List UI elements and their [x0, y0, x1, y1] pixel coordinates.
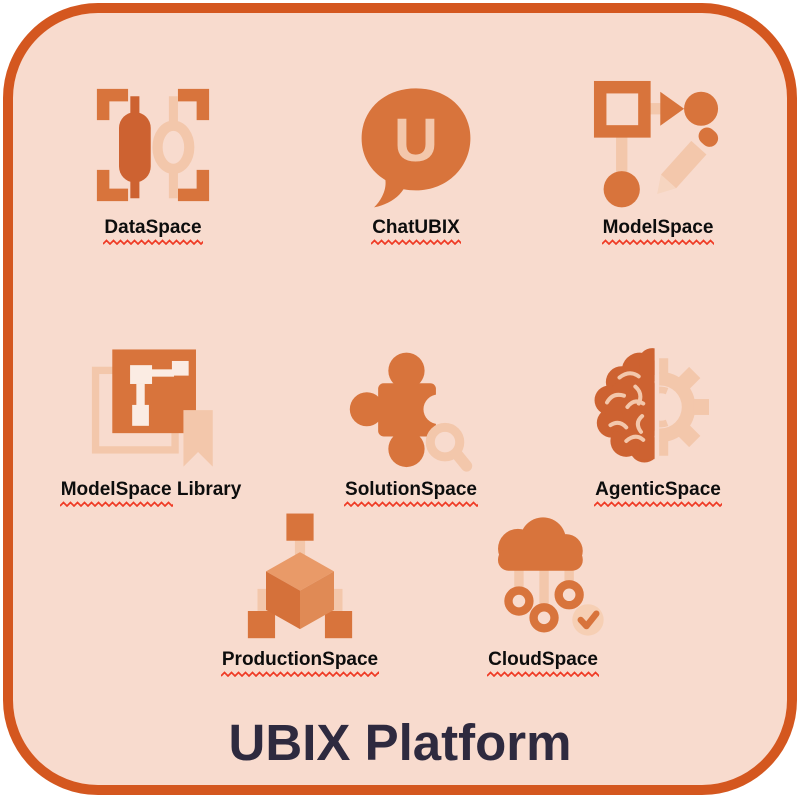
spellcheck-squiggle — [59, 501, 173, 507]
platform-title: UBIX Platform — [228, 714, 572, 771]
puzzle-magnifier-icon — [343, 339, 479, 475]
spellcheck-squiggle — [371, 239, 461, 245]
tile-label: ModelSpace — [558, 217, 758, 245]
tile-cloudspace[interactable]: CloudSpace — [443, 509, 643, 677]
tile-label-text: ModelSpace — [60, 479, 172, 500]
tile-label: CloudSpace — [443, 649, 643, 677]
tile-label-text: SolutionSpace — [345, 479, 477, 500]
tile-label-text: AgenticSpace — [595, 479, 721, 500]
spellcheck-squiggle — [103, 239, 203, 245]
cube-network-icon — [232, 509, 368, 645]
cloud-check-icon — [475, 509, 611, 645]
tile-productionspace[interactable]: ProductionSpace — [200, 509, 400, 677]
flowchart-pencil-icon — [590, 77, 726, 213]
tile-solutionspace[interactable]: SolutionSpace — [311, 339, 511, 507]
brain-gear-icon — [590, 339, 726, 475]
spellcheck-squiggle — [487, 671, 599, 677]
tile-dataspace[interactable]: DataSpace — [53, 77, 253, 245]
tile-label: ModelSpace Library — [41, 479, 261, 507]
tile-modelspace[interactable]: ModelSpace — [558, 77, 758, 245]
spellcheck-squiggle — [344, 501, 478, 507]
tile-label: ChatUBIX — [316, 217, 516, 245]
tile-label: AgenticSpace — [558, 479, 758, 507]
tile-label-text: ProductionSpace — [221, 649, 379, 670]
tile-label: SolutionSpace — [311, 479, 511, 507]
tile-label-text: ChatUBIX — [372, 217, 460, 238]
spellcheck-squiggle — [220, 671, 380, 677]
spellcheck-squiggle — [594, 501, 722, 507]
tile-chatubix[interactable]: U ChatUBIX — [316, 77, 516, 245]
tile-agenticspace[interactable]: AgenticSpace — [558, 339, 758, 507]
data-scan-icon — [85, 77, 221, 213]
tile-modelspace-library[interactable]: ModelSpace Library — [41, 339, 261, 507]
tile-label-text: CloudSpace — [488, 649, 598, 670]
tile-label-text: ModelSpace — [602, 217, 714, 238]
library-bookmark-icon — [83, 339, 219, 475]
platform-panel: DataSpace U ChatUBIX — [3, 3, 797, 795]
tile-label-text: DataSpace — [104, 217, 202, 238]
tile-label: DataSpace — [53, 217, 253, 245]
spellcheck-squiggle — [601, 239, 715, 245]
svg-text:U: U — [394, 106, 438, 174]
chat-bubble-u-icon: U — [348, 77, 484, 213]
tile-label: ProductionSpace — [200, 649, 400, 677]
